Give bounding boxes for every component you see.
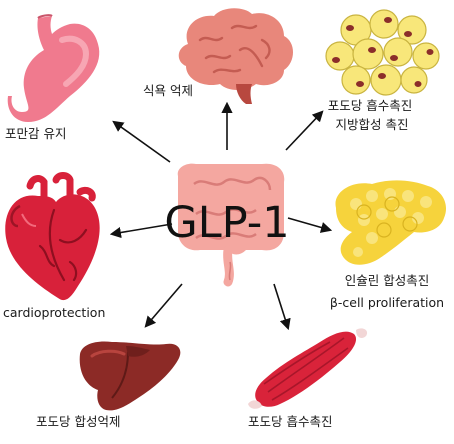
- arrow-to-heart: [109, 223, 173, 239]
- arrow-to-liver: [144, 283, 183, 328]
- arrow-to-pancreas: [287, 217, 333, 233]
- liver-label: 포도당 합성억제: [36, 414, 121, 429]
- glp1-title: GLP-1: [164, 198, 290, 248]
- muscle-icon: [248, 328, 368, 409]
- heart-icon: [5, 172, 100, 301]
- adipose-icon: [325, 9, 440, 96]
- stomach-icon: [7, 14, 100, 122]
- muscle-label: 포도당 흡수촉진: [248, 414, 333, 429]
- adipose-label-line1: 포도당 흡수촉진: [327, 98, 413, 113]
- pancreas-label-line1: 인슐린 합성촉진: [344, 273, 430, 288]
- arrows: [109, 101, 333, 331]
- liver-icon: [79, 341, 181, 411]
- adipose-label-line2: 지방합성 촉진: [335, 117, 409, 132]
- arrow-to-stomach: [112, 120, 171, 163]
- arrow-to-adipose: [285, 110, 324, 151]
- brain-icon: [178, 8, 293, 104]
- heart-label: cardioprotection: [3, 305, 106, 320]
- brain-label: 식욕 억제: [143, 83, 193, 98]
- pancreas-label-line2: β-cell proliferation: [329, 295, 445, 310]
- pancreas-icon: [335, 180, 447, 265]
- arrow-to-muscle: [273, 283, 291, 331]
- intestine-icon: [177, 163, 285, 287]
- stomach-label: 포만감 유지: [5, 126, 67, 141]
